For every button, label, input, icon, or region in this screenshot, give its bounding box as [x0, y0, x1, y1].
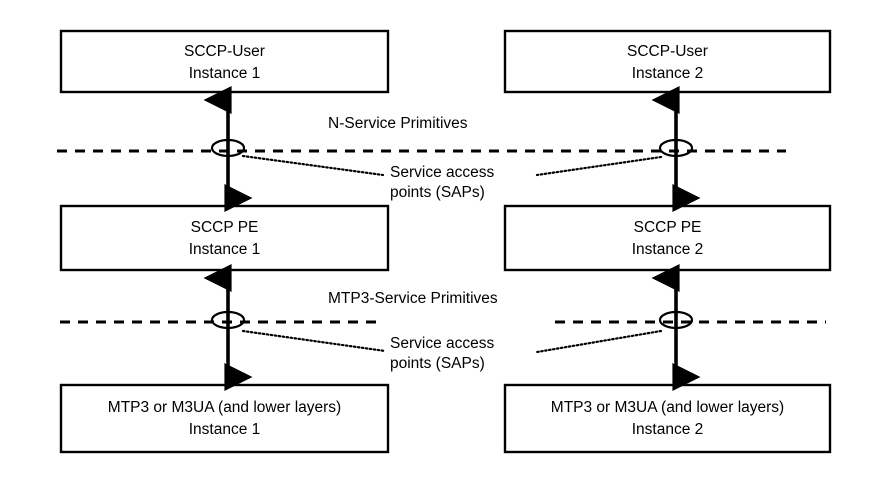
box-group-mtp3-2[interactable]: MTP3 or M3UA (and lower layers) Instance… — [503, 383, 832, 454]
label-sap-upper-line1: Service access — [390, 164, 494, 181]
label-n-service-primitives: N-Service Primitives — [328, 115, 468, 132]
box-mtp3-1[interactable] — [59, 383, 390, 454]
box-sccp-pe-2-line2: Instance 2 — [632, 241, 704, 258]
leader-line-lower-right — [535, 329, 663, 354]
box-mtp3-2[interactable] — [503, 383, 832, 454]
leader-line-lower-left — [241, 329, 387, 353]
sap-marker-icon-lower-1 — [210, 310, 246, 330]
sap-marker-icon-lower-2 — [658, 310, 694, 330]
leader-line-upper-right — [535, 155, 663, 177]
box-mtp3-1-line2: Instance 1 — [189, 421, 261, 438]
sap-marker-icon-upper-1 — [210, 138, 246, 158]
box-sccp-pe-1-line2: Instance 1 — [189, 241, 261, 258]
box-sccp-pe-2-line1: SCCP PE — [634, 219, 702, 236]
box-mtp3-2-line2: Instance 2 — [632, 421, 704, 438]
box-sccp-pe-1-line1: SCCP PE — [191, 219, 259, 236]
label-sap-lower-line2: points (SAPs) — [390, 355, 485, 372]
box-sccp-user-1-line1: SCCP-User — [184, 43, 265, 60]
box-group-sccp-pe-1[interactable]: SCCP PE Instance 1 — [59, 204, 390, 272]
box-sccp-user-2[interactable] — [503, 29, 832, 94]
box-sccp-user-1-line2: Instance 1 — [189, 65, 261, 82]
box-group-sccp-user-1[interactable]: SCCP-User Instance 1 — [59, 29, 390, 94]
box-group-sccp-user-2[interactable]: SCCP-User Instance 2 — [503, 29, 832, 94]
box-group-sccp-pe-2[interactable]: SCCP PE Instance 2 — [503, 204, 832, 272]
sap-marker-icon-upper-2 — [658, 138, 694, 158]
box-sccp-user-2-line2: Instance 2 — [632, 65, 704, 82]
box-mtp3-1-line1: MTP3 or M3UA (and lower layers) — [108, 399, 341, 416]
box-sccp-pe-2[interactable] — [503, 204, 832, 272]
box-sccp-user-1[interactable] — [59, 29, 390, 94]
box-mtp3-2-line1: MTP3 or M3UA (and lower layers) — [551, 399, 784, 416]
label-mtp3-service-primitives: MTP3-Service Primitives — [328, 290, 498, 307]
box-sccp-user-2-line1: SCCP-User — [627, 43, 708, 60]
box-sccp-pe-1[interactable] — [59, 204, 390, 272]
label-sap-lower-line1: Service access — [390, 335, 494, 352]
leader-line-upper-left — [241, 154, 385, 177]
label-sap-upper-line2: points (SAPs) — [390, 184, 485, 201]
box-group-mtp3-1[interactable]: MTP3 or M3UA (and lower layers) Instance… — [59, 383, 390, 454]
